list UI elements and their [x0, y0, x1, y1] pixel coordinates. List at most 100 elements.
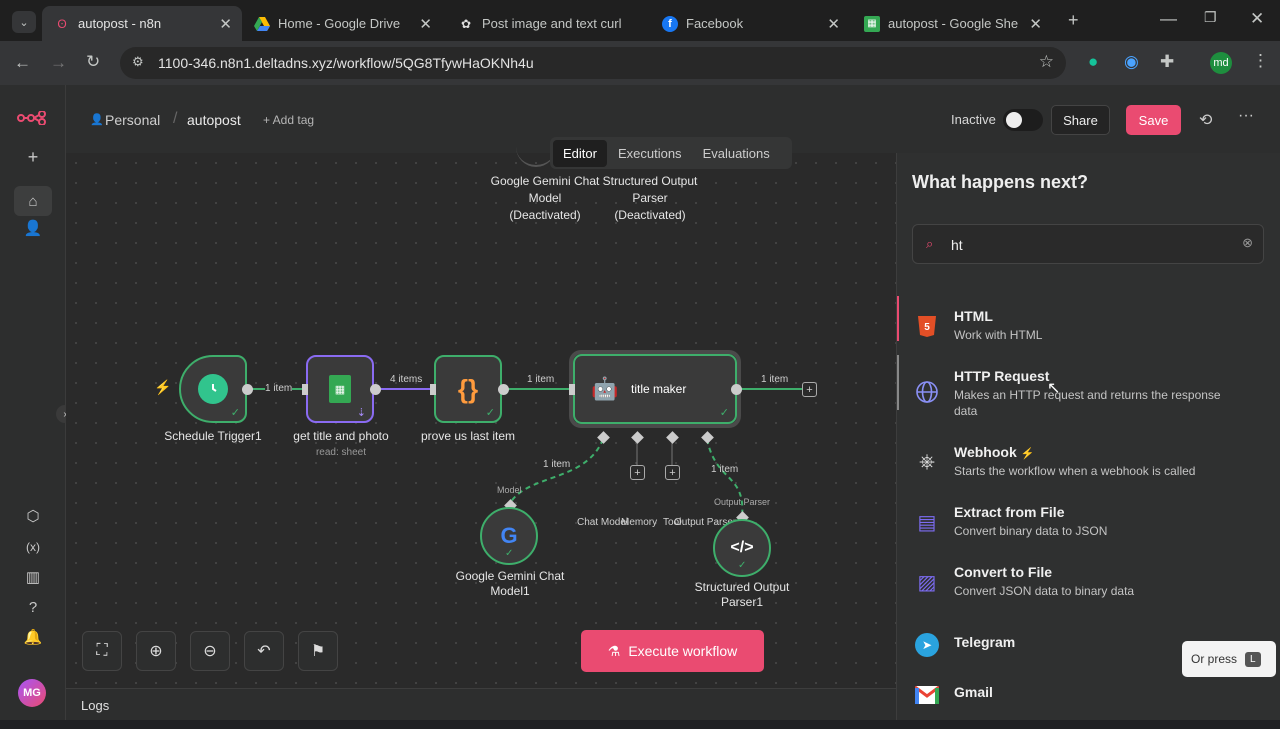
undo-button[interactable]: ↶ [244, 631, 284, 671]
add-node-plus-icon[interactable]: + [802, 382, 817, 397]
add-icon[interactable]: + [27, 146, 39, 167]
view-tabs: Editor Executions Evaluations [550, 137, 792, 169]
workflow-header: 👤 Personal / autopost + Add tag Inactive… [66, 85, 1280, 153]
forward-icon[interactable]: → [50, 53, 67, 72]
extensions-puzzle-icon[interactable]: ✚ [1160, 52, 1175, 71]
site-info-icon[interactable]: ⚙ [132, 54, 144, 69]
edge-label-model: 1 item [543, 459, 571, 470]
node-item-webhook[interactable]: ⎈ Webhook ⚡ Starts the workflow when a w… [913, 444, 1263, 496]
home-icon[interactable]: ⌂ [14, 186, 52, 216]
n8n-logo-icon[interactable] [16, 107, 48, 129]
tidy-up-button[interactable]: ⚑ [298, 631, 338, 671]
node-item-title: Extract from File [954, 504, 1065, 520]
tab-post-image[interactable]: ✿ Post image and text curl [446, 6, 646, 41]
edge-label-4: 1 item [761, 374, 789, 385]
port-agent-in[interactable] [569, 384, 575, 395]
zoom-out-button[interactable]: ⊖ [190, 631, 230, 671]
notifications-bell-icon[interactable]: 🔔 [23, 629, 43, 646]
window-close-icon[interactable]: ✕ [1250, 9, 1265, 28]
webhook-title-text: Webhook [954, 444, 1017, 460]
project-breadcrumb[interactable]: Personal [105, 112, 161, 128]
back-icon[interactable]: ← [14, 53, 31, 72]
node-gemini-chat-model[interactable]: G ✓ [480, 507, 538, 565]
logs-bar[interactable]: Logs [66, 688, 896, 720]
tab-facebook[interactable]: f Facebook ✕ [650, 6, 850, 41]
add-memory-plus-icon[interactable]: + [630, 465, 645, 480]
zoom-in-button[interactable]: ⊕ [136, 631, 176, 671]
close-icon[interactable]: ✕ [827, 16, 840, 33]
new-tab-icon[interactable]: + [1068, 10, 1079, 30]
node-item-gmail[interactable]: Gmail [913, 677, 1263, 729]
fit-view-button[interactable]: ⛶ [82, 631, 122, 671]
share-button[interactable]: Share [1051, 105, 1110, 135]
or-press-text: Or press [1191, 652, 1238, 666]
file-convert-icon: ▨ [917, 571, 937, 594]
node-item-extract-from-file[interactable]: ▤ Extract from File Convert binary data … [913, 504, 1263, 556]
openai-icon: ✿ [460, 16, 472, 31]
clear-search-icon[interactable]: ⊗ [1242, 235, 1253, 250]
selected-item-indicator [897, 296, 899, 341]
templates-icon[interactable]: ⬡ [26, 508, 40, 525]
add-tool-plus-icon[interactable]: + [665, 465, 680, 480]
profile-avatar[interactable]: md [1210, 52, 1232, 74]
port-trigger-out[interactable] [242, 384, 253, 395]
node-title-maker[interactable]: 🤖 title maker ✓ [569, 350, 741, 428]
tab-executions[interactable]: Executions [617, 145, 682, 161]
activate-toggle[interactable] [1003, 109, 1043, 131]
tab-autopost-n8n[interactable]: ʘ autopost - n8n ✕ [42, 6, 242, 41]
agent-node-label: title maker [631, 382, 687, 396]
execute-workflow-button[interactable]: ⚗ Execute workflow [581, 630, 764, 672]
history-icon[interactable]: ⟲ [1199, 112, 1213, 129]
tab-google-sheets[interactable]: ▦ autopost - Google Sheets ✕ [852, 6, 1052, 41]
close-icon[interactable]: ✕ [219, 16, 232, 33]
tab-evaluations[interactable]: Evaluations [702, 145, 770, 161]
browser-menu-icon[interactable]: ⋮ [1252, 51, 1269, 70]
workflow-name[interactable]: autopost [187, 112, 241, 128]
deactivated-parser-name: Structured Output Parser [602, 174, 698, 205]
workflow-canvas[interactable]: Google Gemini Chat Model (Deactivated) S… [66, 137, 896, 688]
user-icon[interactable]: 👤 [23, 220, 43, 237]
user-avatar[interactable]: MG [18, 679, 46, 707]
deactivated-node-gemini[interactable] [516, 143, 556, 167]
logs-label: Logs [81, 698, 110, 713]
port-agent-out[interactable] [731, 384, 742, 395]
globe-icon [913, 378, 941, 406]
port-code-in[interactable] [430, 384, 436, 395]
code-braces-icon: {} [457, 373, 479, 404]
extension-grammarly-icon[interactable]: ● [1088, 52, 1099, 71]
save-button[interactable]: Save [1126, 105, 1181, 135]
node-label-trigger: Schedule Trigger1 [164, 429, 262, 443]
node-schedule-trigger[interactable]: ✓ [179, 355, 247, 423]
add-tag-button[interactable]: + Add tag [263, 113, 315, 127]
node-get-title-photo[interactable]: ▦ ⇣ [306, 355, 374, 423]
port-code-out[interactable] [498, 384, 509, 395]
address-bar[interactable]: ⚙ 1100-346.n8n1.deltadns.xyz/workflow/5Q… [120, 47, 1066, 79]
variables-icon[interactable]: (x) [26, 540, 40, 554]
node-item-http-request[interactable]: HTTP Request Makes an HTTP request and r… [913, 368, 1263, 420]
extension-audio-icon[interactable]: ◉ [1124, 52, 1139, 71]
insights-icon[interactable]: ▥ [25, 569, 41, 586]
node-item-convert-to-file[interactable]: ▨ Convert to File Convert JSON data to b… [913, 564, 1263, 616]
close-icon[interactable]: ✕ [419, 16, 432, 33]
bookmark-star-icon[interactable]: ☆ [1038, 52, 1054, 71]
reload-icon[interactable]: ↻ [86, 52, 101, 71]
node-search-input[interactable]: ⌕ ht ⊗ [912, 224, 1264, 264]
minimize-icon[interactable]: — [1160, 9, 1177, 28]
node-structured-output-parser[interactable]: </> ✓ [713, 519, 771, 577]
more-options-icon[interactable]: ··· [1238, 107, 1254, 124]
restore-icon[interactable]: ❐ [1204, 9, 1217, 25]
tab-title: Home - Google Drive [278, 16, 401, 31]
node-item-telegram[interactable]: ➤ Telegram [913, 627, 1263, 679]
tab-google-drive[interactable]: Home - Google Drive ✕ [242, 6, 442, 41]
google-sheets-icon: ▦ [329, 375, 351, 403]
close-icon[interactable]: ✕ [1029, 16, 1042, 33]
help-icon[interactable]: ? [28, 598, 38, 616]
node-prove-last-item[interactable]: {} ✓ [434, 355, 502, 423]
tab-editor[interactable]: Editor [553, 139, 607, 167]
deactivated-gemini-name: Google Gemini Chat Model [490, 174, 600, 205]
port-sheet-in[interactable] [302, 384, 308, 395]
tab-search-icon[interactable]: ⌄ [12, 11, 36, 33]
keyboard-hint-tooltip: Or press L [1182, 641, 1276, 677]
node-item-html[interactable]: 5 HTML Work with HTML [913, 308, 1263, 360]
port-sheet-out[interactable] [370, 384, 381, 395]
